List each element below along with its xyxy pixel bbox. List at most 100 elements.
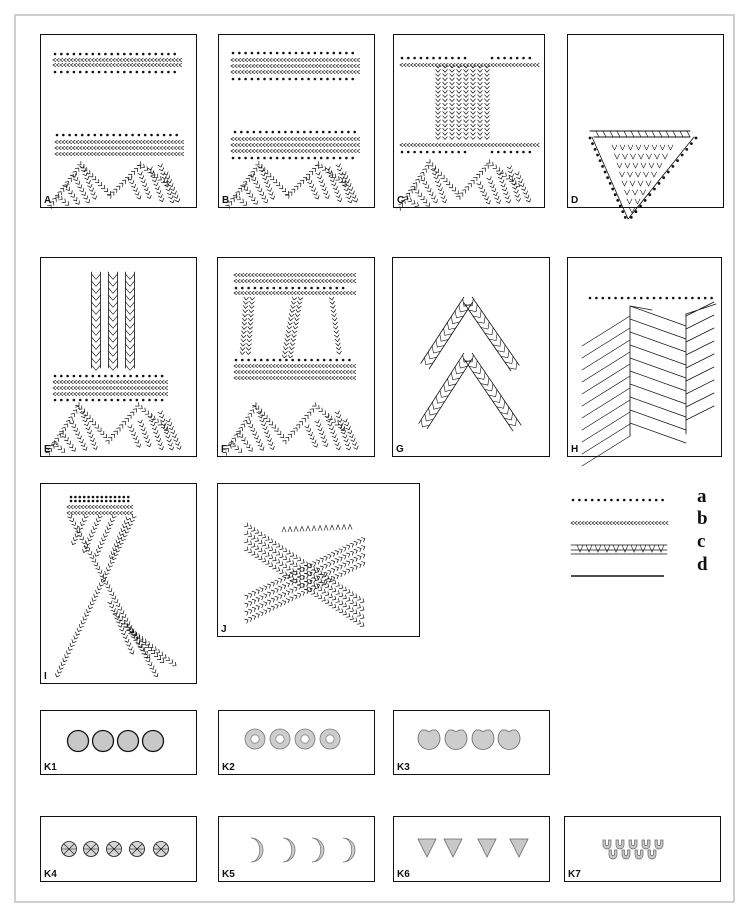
triangle-shapes [418, 839, 528, 857]
legend-label-b: b [697, 509, 708, 528]
panel-k5: K5 [218, 816, 375, 882]
panel-label: H [571, 445, 578, 455]
chevron-band [60, 431, 76, 452]
panel-label: G [396, 445, 404, 455]
panel-g: G [392, 257, 550, 457]
dot-row [56, 134, 178, 137]
chevron-row [53, 386, 168, 389]
chevron-band [108, 165, 141, 198]
panel-k2: K2 [218, 710, 375, 775]
chevron-band [128, 177, 141, 199]
chevron-band [240, 297, 248, 354]
crescent-shapes [251, 838, 355, 862]
panel-label: K2 [222, 763, 235, 773]
chevron-band [246, 297, 254, 354]
chevron-band [64, 184, 80, 205]
dot-row [235, 287, 345, 290]
dot-row [70, 500, 130, 503]
dot-row [401, 57, 467, 60]
panel-i: I [40, 483, 197, 684]
chevron-band [78, 162, 111, 195]
chevron-band [80, 411, 97, 450]
panel-label: D [571, 196, 578, 206]
ladder-band [92, 272, 101, 370]
chevron-band [464, 65, 469, 139]
chevron-band [443, 65, 448, 139]
filled-circle-shapes [68, 731, 164, 752]
chevron-row [234, 364, 356, 367]
chevron-band [457, 165, 489, 200]
chevron-band [56, 515, 137, 677]
chevron-band [109, 517, 130, 559]
chevron-band [68, 515, 158, 677]
panel-a: A [40, 34, 197, 208]
panel-k6: K6 [393, 816, 550, 882]
chevron-row [53, 380, 168, 383]
chevron-band [250, 174, 268, 203]
chevron-band [258, 165, 275, 200]
panel-d: D [567, 34, 724, 208]
chevron-row [231, 137, 360, 140]
panel-f: F [217, 257, 375, 457]
panel-label: E [44, 445, 51, 455]
chevron-row [53, 63, 182, 66]
dot-row [232, 52, 354, 55]
chevron-row [234, 273, 356, 276]
dot-row [589, 297, 713, 300]
panel-h: H [567, 257, 722, 457]
ladder-band [421, 297, 472, 368]
dot-row [235, 359, 351, 362]
panel-k4: K4 [40, 816, 197, 882]
chevron-band [138, 172, 151, 199]
chevron-band [286, 165, 319, 198]
chevron-band [114, 611, 150, 658]
chevron-row [53, 392, 168, 395]
x-crossing [245, 523, 365, 627]
chevron-band [80, 165, 97, 200]
panel-label: K3 [397, 763, 410, 773]
chevron-band [138, 420, 151, 447]
chevron-row [67, 511, 133, 514]
panel-k1: K1 [40, 710, 197, 775]
dot-row [234, 131, 356, 134]
chevron-band [72, 174, 90, 203]
panel-c: C [393, 34, 545, 208]
dot-row [572, 499, 664, 502]
chevron-band [471, 65, 476, 139]
panel-b: B [218, 34, 375, 208]
chevron-row [231, 64, 360, 67]
chevron-band [487, 177, 501, 204]
chevron-band [450, 65, 455, 139]
chevron-row [234, 279, 356, 282]
chevron-band [315, 420, 328, 447]
notched-disc-shapes [418, 730, 520, 749]
chevron-band [405, 196, 419, 207]
chevron-row [400, 63, 539, 66]
dot-row [232, 78, 354, 81]
chevron-band [72, 515, 89, 545]
dot-row [54, 399, 164, 402]
legend-label-d: d [697, 555, 708, 574]
chevron-band [237, 431, 253, 452]
chevron-band [282, 297, 297, 358]
dot-row [70, 496, 130, 499]
panel-label: I [44, 672, 47, 682]
chevron-row [231, 70, 360, 73]
dot-row [491, 57, 531, 60]
panel-label: K7 [568, 870, 581, 880]
chevron-band [485, 65, 490, 139]
zigzag-band [226, 162, 358, 209]
u-shapes [603, 840, 663, 859]
chevron-band [326, 167, 342, 202]
chevron-band [478, 65, 483, 139]
chevron-band [95, 515, 117, 557]
zigzag-band [48, 162, 180, 209]
hatched-disc-shapes [62, 842, 169, 857]
chevron-band [257, 411, 274, 450]
chevron-band [245, 538, 365, 600]
chevron-band [436, 65, 441, 139]
chevron-band [148, 167, 164, 202]
chevron-band [242, 184, 258, 205]
chevron-row [231, 58, 360, 61]
panel-label: K6 [397, 870, 410, 880]
